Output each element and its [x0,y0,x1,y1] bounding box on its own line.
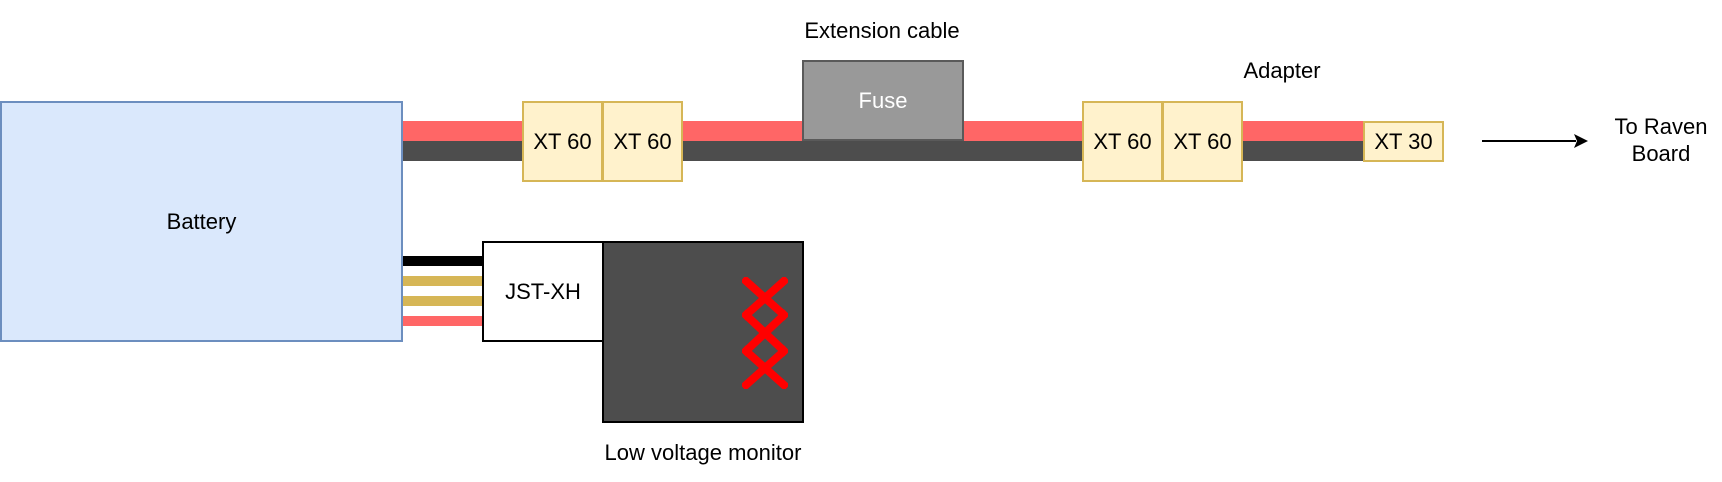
jst-xh-label: JST-XH [505,278,581,304]
balance-wire-gold-2 [402,296,482,306]
xt60-connector-2: XT 60 [602,101,683,182]
fuse-block: Fuse [802,60,964,141]
xt60-connector-3-label: XT 60 [1093,128,1152,154]
balance-wire-black [402,256,482,266]
xt60-connector-1-label: XT 60 [533,128,592,154]
xt60-connector-2-label: XT 60 [613,128,672,154]
battery-block: Battery [0,101,403,342]
low-voltage-monitor-label: Low voltage monitor [604,440,802,465]
xt60-connector-3: XT 60 [1082,101,1163,182]
balance-wire-red [402,316,482,326]
to-raven-board-label: To Raven Board [1614,114,1708,166]
adapter-label: Adapter [1243,58,1321,83]
xt60-connector-1: XT 60 [522,101,603,182]
xt30-connector: XT 30 [1363,121,1444,162]
arrow-right-icon [1482,134,1588,148]
balance-wire-gold-1 [402,276,482,286]
jst-xh-connector: JST-XH [482,241,604,342]
battery-label: Battery [166,208,237,234]
xt60-connector-4-label: XT 60 [1173,128,1232,154]
xt30-connector-label: XT 30 [1374,128,1433,154]
fuse-label: Fuse [858,87,908,113]
segment-display-icon [742,277,788,389]
low-voltage-monitor-block [602,241,804,423]
extension-cable-label: Extension cable [804,18,960,43]
xt60-connector-4: XT 60 [1162,101,1243,182]
